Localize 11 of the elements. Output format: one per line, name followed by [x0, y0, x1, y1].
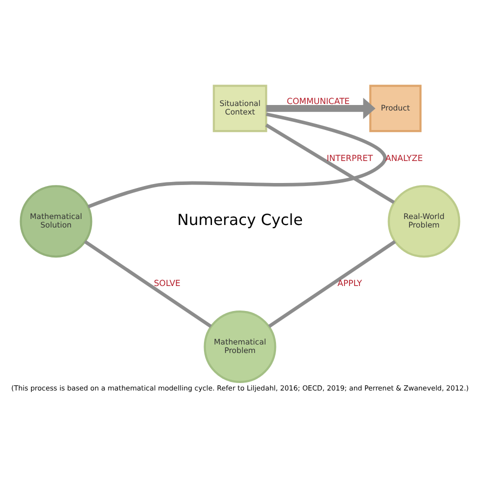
connector	[265, 123, 395, 204]
edge-label: INTERPRET	[326, 152, 373, 162]
connector	[268, 240, 396, 328]
arrow	[266, 97, 376, 119]
edge-label: APPLY	[338, 278, 362, 288]
edge-label: SOLVE	[154, 278, 180, 288]
connector	[87, 112, 386, 208]
label: Numeracy Cycle	[177, 210, 303, 229]
edge-label: COMMUNICATE	[286, 95, 350, 106]
edge-label: ANALYZE	[385, 152, 423, 162]
connector	[84, 240, 212, 328]
